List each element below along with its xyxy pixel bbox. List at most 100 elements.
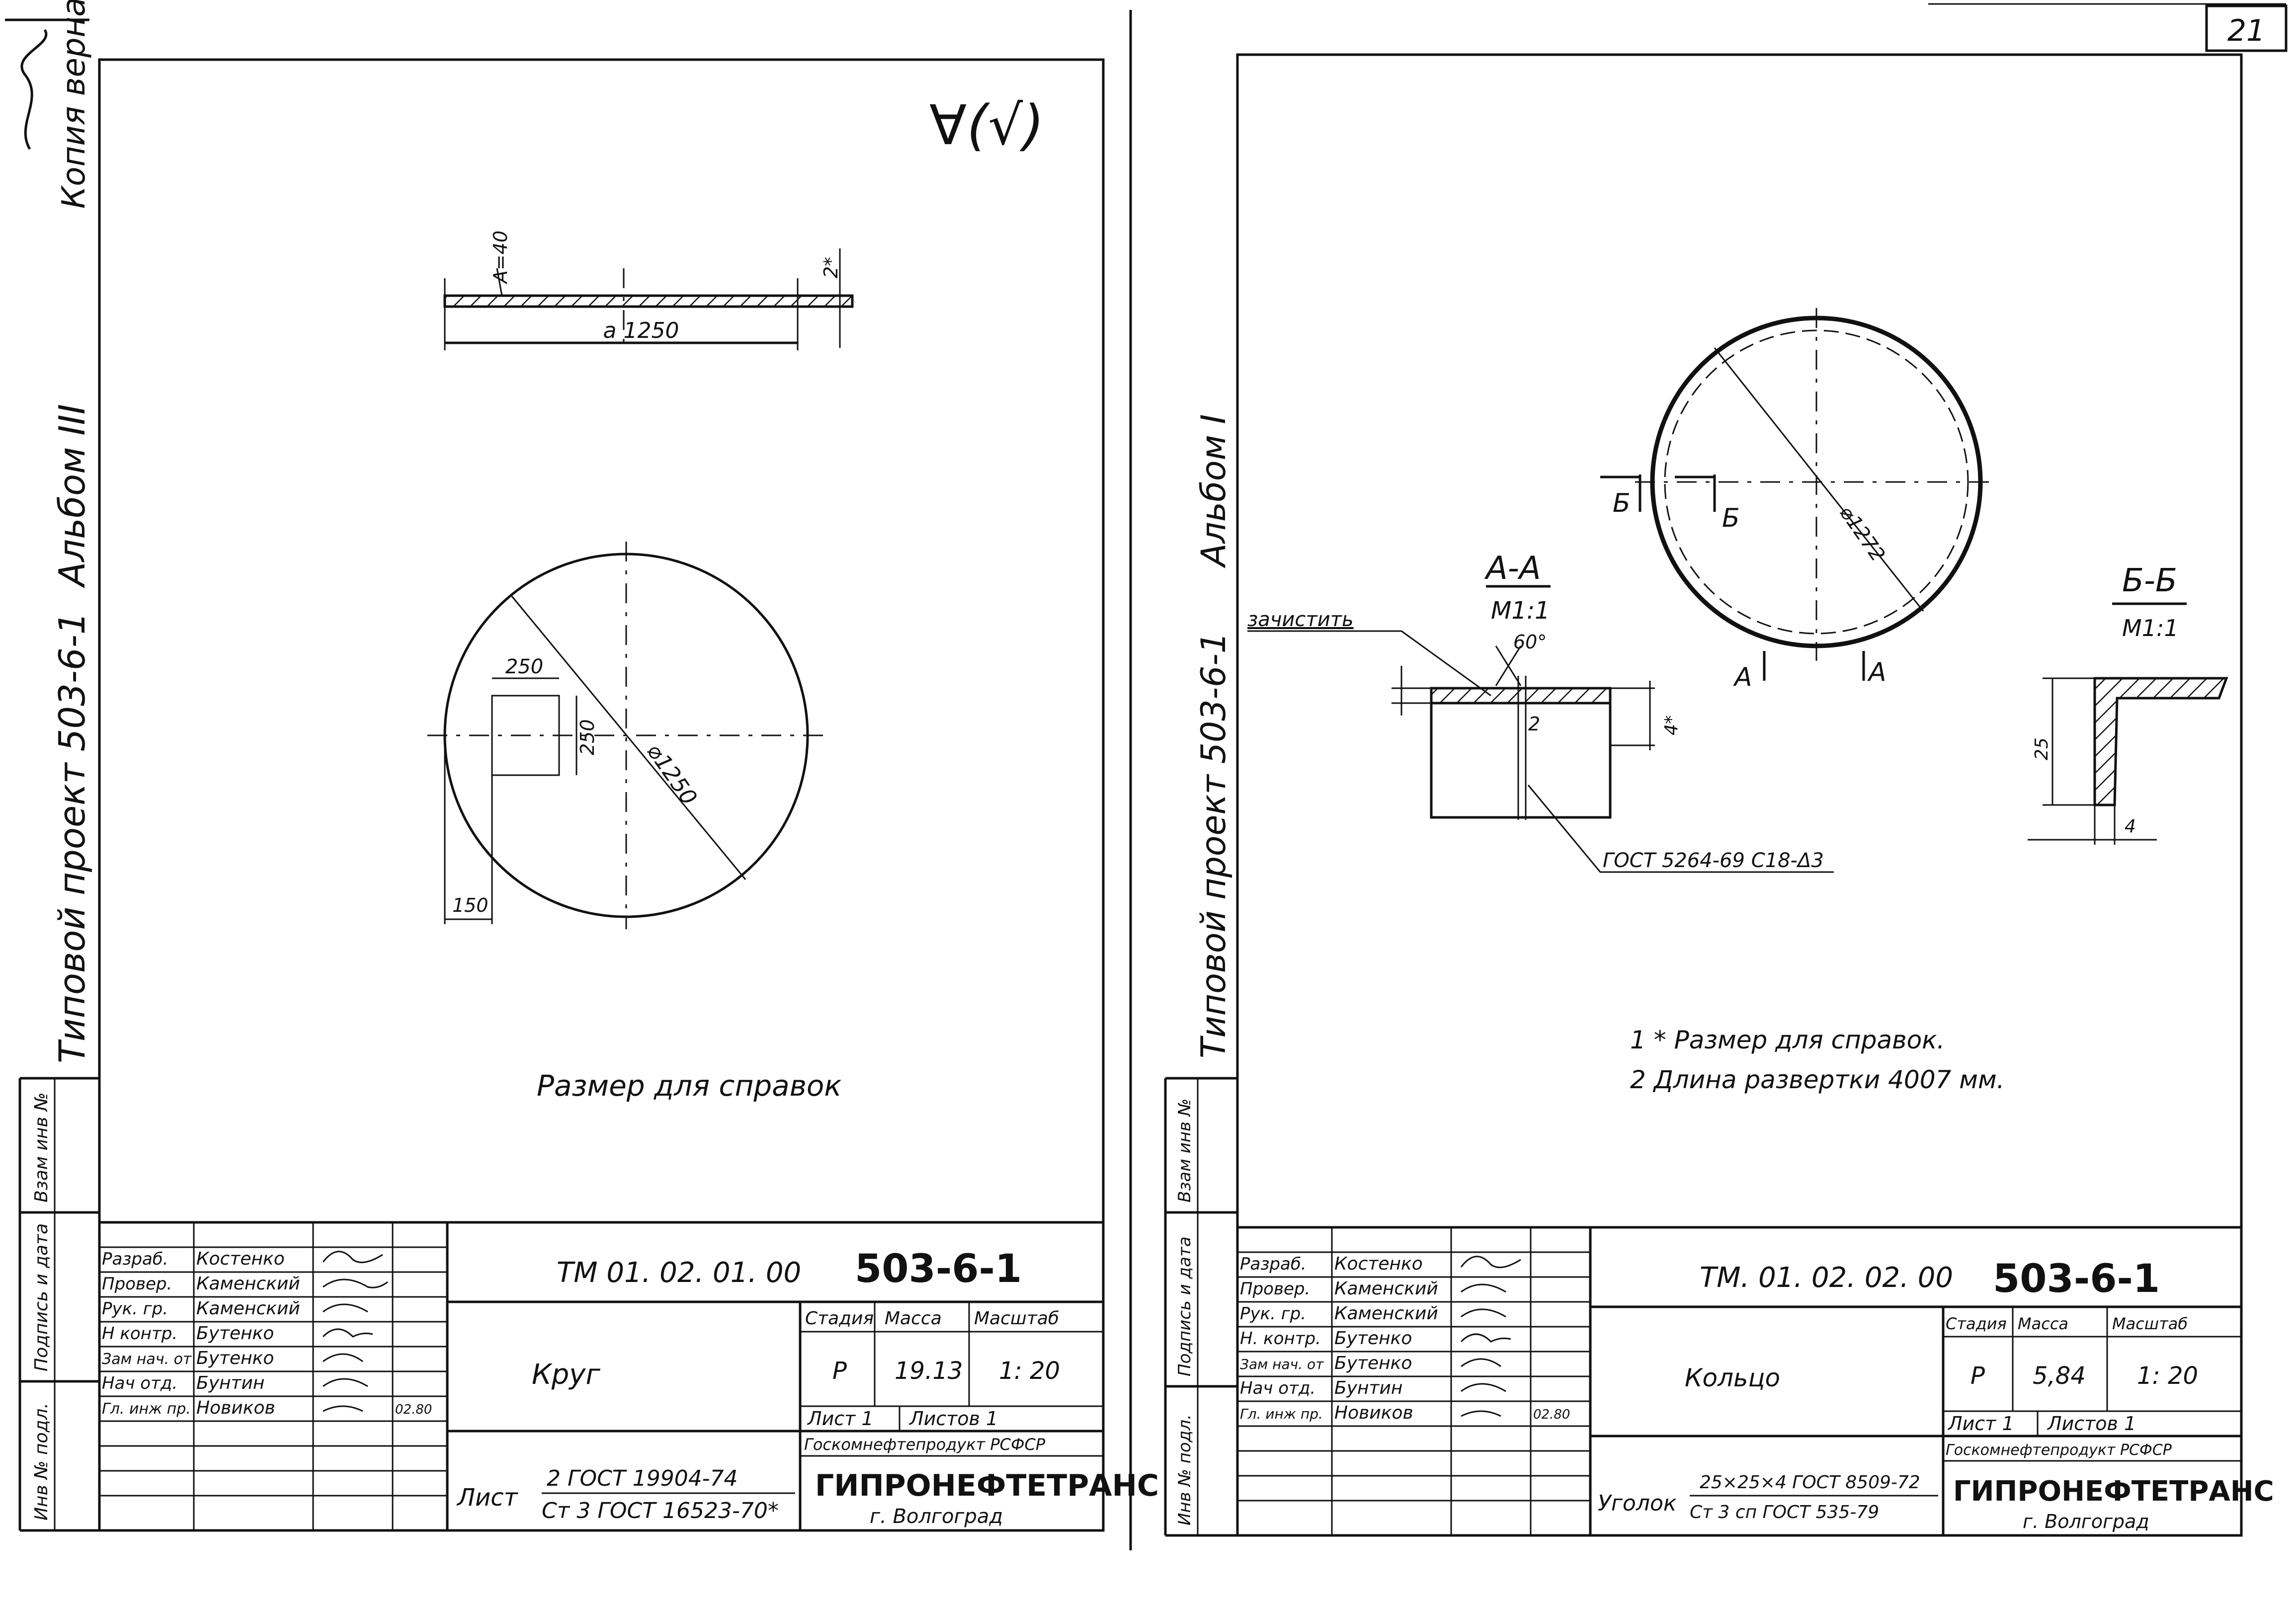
side-project: Типовой проект 503-6-1 [51, 612, 93, 1063]
r-name-2: Каменский [1334, 1303, 1438, 1324]
r-scale-value: 1: 20 [2137, 1362, 2198, 1390]
role-6: Гл. инж пр. [102, 1400, 191, 1418]
right-sheet: Инв № подл. Подпись и дата Взам инв № Ти… [1164, 53, 2274, 1537]
scale-header: Масштаб [974, 1308, 1059, 1329]
r-sheet-label: Лист 1 [1947, 1413, 2014, 1435]
weld-base [1430, 702, 1612, 819]
mass-header: Масса [885, 1308, 942, 1329]
r-sheets-label: Листов 1 [2047, 1413, 2136, 1435]
left-frame [98, 58, 1105, 1532]
r-name-0: Костенко [1334, 1254, 1423, 1274]
signature-2 [323, 1303, 368, 1313]
scale-value: 1: 20 [999, 1357, 1060, 1385]
section-aa-title: А-А [1484, 550, 1541, 587]
signature-0 [322, 1251, 383, 1264]
r-signature-1 [1461, 1283, 1506, 1293]
org-city: г. Волгоград [870, 1505, 1003, 1528]
r-side-album: Альбом I [1194, 414, 1233, 568]
r-material-line-2: Ст 3 сп ГОСТ 535-79 [1690, 1502, 1879, 1522]
page-number: 21 [2227, 13, 2265, 48]
weld-leader [1527, 785, 1834, 873]
r-name-3: Бутенко [1334, 1328, 1412, 1349]
depth-label: 4* [1661, 715, 1682, 735]
angle-thickness: 4 [2125, 816, 2136, 837]
dim-offset: 150 [452, 894, 489, 916]
r-side-project: Типовой проект 503-6-1 [1194, 632, 1233, 1058]
page-number-box: 21 [2205, 4, 2288, 52]
r-name-4: Бутенко [1334, 1353, 1412, 1373]
weld-plate [1430, 687, 1612, 705]
role-1: Провер. [102, 1274, 172, 1294]
clean-leader [1247, 630, 1491, 697]
r-role-0: Разраб. [1240, 1254, 1307, 1274]
roughness-mark: ∀(√) [929, 93, 1044, 157]
side-cell-sign: Подпись и дата [31, 1223, 52, 1371]
section-aa: А-А М1:1 зачистить 60° 2 4* ГОСТ 5264-69… [1247, 550, 1834, 873]
angle-height: 25 [2032, 737, 2052, 760]
r-side-cell-inv: Инв № подл. [1175, 1414, 1195, 1525]
side-cell-inv: Инв № подл. [31, 1403, 52, 1520]
name-0: Костенко [196, 1249, 285, 1269]
name-3: Бутенко [196, 1323, 274, 1344]
r-role-3: Н. контр. [1240, 1329, 1321, 1349]
side-album: Альбом III [51, 404, 93, 588]
name-1: Каменский [196, 1274, 300, 1294]
r-side-cell-replace: Взам инв № [1175, 1099, 1195, 1202]
weld-standard: ГОСТ 5264-69 С18-Δ3 [1603, 849, 1824, 872]
section-aa-scale: М1:1 [1491, 597, 1550, 625]
ring-diameter: ⌀1272 [1835, 501, 1889, 566]
ring-inner [1664, 329, 1969, 635]
r-doc-code: ТМ. 01. 02. 02. 00 [1700, 1262, 1953, 1294]
r-signature-0 [1460, 1256, 1521, 1269]
r-signature-6 [1461, 1410, 1501, 1417]
part-name: Круг [532, 1359, 600, 1391]
stage-header: Стадия [805, 1308, 874, 1329]
material-line-1: 2 ГОСТ 19904-74 [547, 1466, 738, 1491]
section-bb-scale: М1:1 [2122, 615, 2179, 641]
date-6: 02.80 [395, 1402, 432, 1417]
left-note: Размер для справок [537, 1069, 841, 1103]
role-5: Нач отд. [102, 1373, 177, 1393]
org-line-1: Госкомнефтепродукт РСФСР [804, 1435, 1046, 1454]
sheets-label: Листов 1 [908, 1408, 998, 1430]
mark-a-right: А [1867, 657, 1886, 687]
r-signature-3 [1460, 1333, 1511, 1343]
role-4: Зам нач. от [102, 1351, 192, 1368]
left-sheet: Инв № подл. Подпись и дата Взам инв № Ти… [5, 0, 1159, 1532]
ring-view: ⌀1272 Б Б А А [1600, 308, 1998, 692]
doc-code: ТМ 01. 02. 01. 00 [557, 1257, 801, 1289]
mark-a-left: А [1733, 662, 1752, 692]
r-role-1: Провер. [1240, 1279, 1310, 1299]
r-name-6: Новиков [1334, 1403, 1413, 1423]
name-4: Бутенко [196, 1348, 274, 1368]
dim-thickness: 2* [820, 257, 842, 278]
section-bb-title: Б-Б [2122, 562, 2177, 599]
r-material-type: Уголок [1598, 1491, 1677, 1516]
name-5: Бунтин [196, 1373, 264, 1393]
right-title-block: Разраб. Провер. Рук. гр. Н. контр. Зам н… [1237, 1226, 2274, 1535]
r-signature-5 [1461, 1383, 1506, 1392]
plate-plan-view: 250 250 ⌀1250 150 [427, 542, 825, 929]
r-mass-value: 5,84 [2033, 1362, 2086, 1390]
dim-square-h: 250 [576, 719, 598, 755]
signature-3 [322, 1328, 373, 1338]
r-signature-4 [1461, 1358, 1501, 1367]
r-project-code: 503-6-1 [1993, 1257, 2160, 1301]
r-signature-2 [1461, 1308, 1506, 1318]
section-bb: Б-Б М1:1 25 4 [2028, 562, 2228, 845]
r-name-5: Бунтин [1334, 1378, 1402, 1398]
material-line-2: Ст 3 ГОСТ 16523-70* [542, 1498, 779, 1523]
r-org-city: г. Волгоград [2023, 1511, 2149, 1532]
r-name-1: Каменский [1334, 1279, 1438, 1299]
r-scale-header: Масштаб [2112, 1314, 2188, 1333]
angle-profile [2093, 677, 2228, 806]
dim-length: a 1250 [603, 318, 679, 343]
dim-diameter: ⌀1250 [642, 739, 702, 810]
signature-6 [323, 1405, 363, 1412]
right-frame [1236, 53, 2243, 1537]
clean-label: зачистить [1247, 608, 1354, 631]
signature-copy [20, 29, 48, 150]
r-part-name: Кольцо [1685, 1363, 1780, 1392]
dim-chamfer: A=40 [490, 231, 511, 285]
